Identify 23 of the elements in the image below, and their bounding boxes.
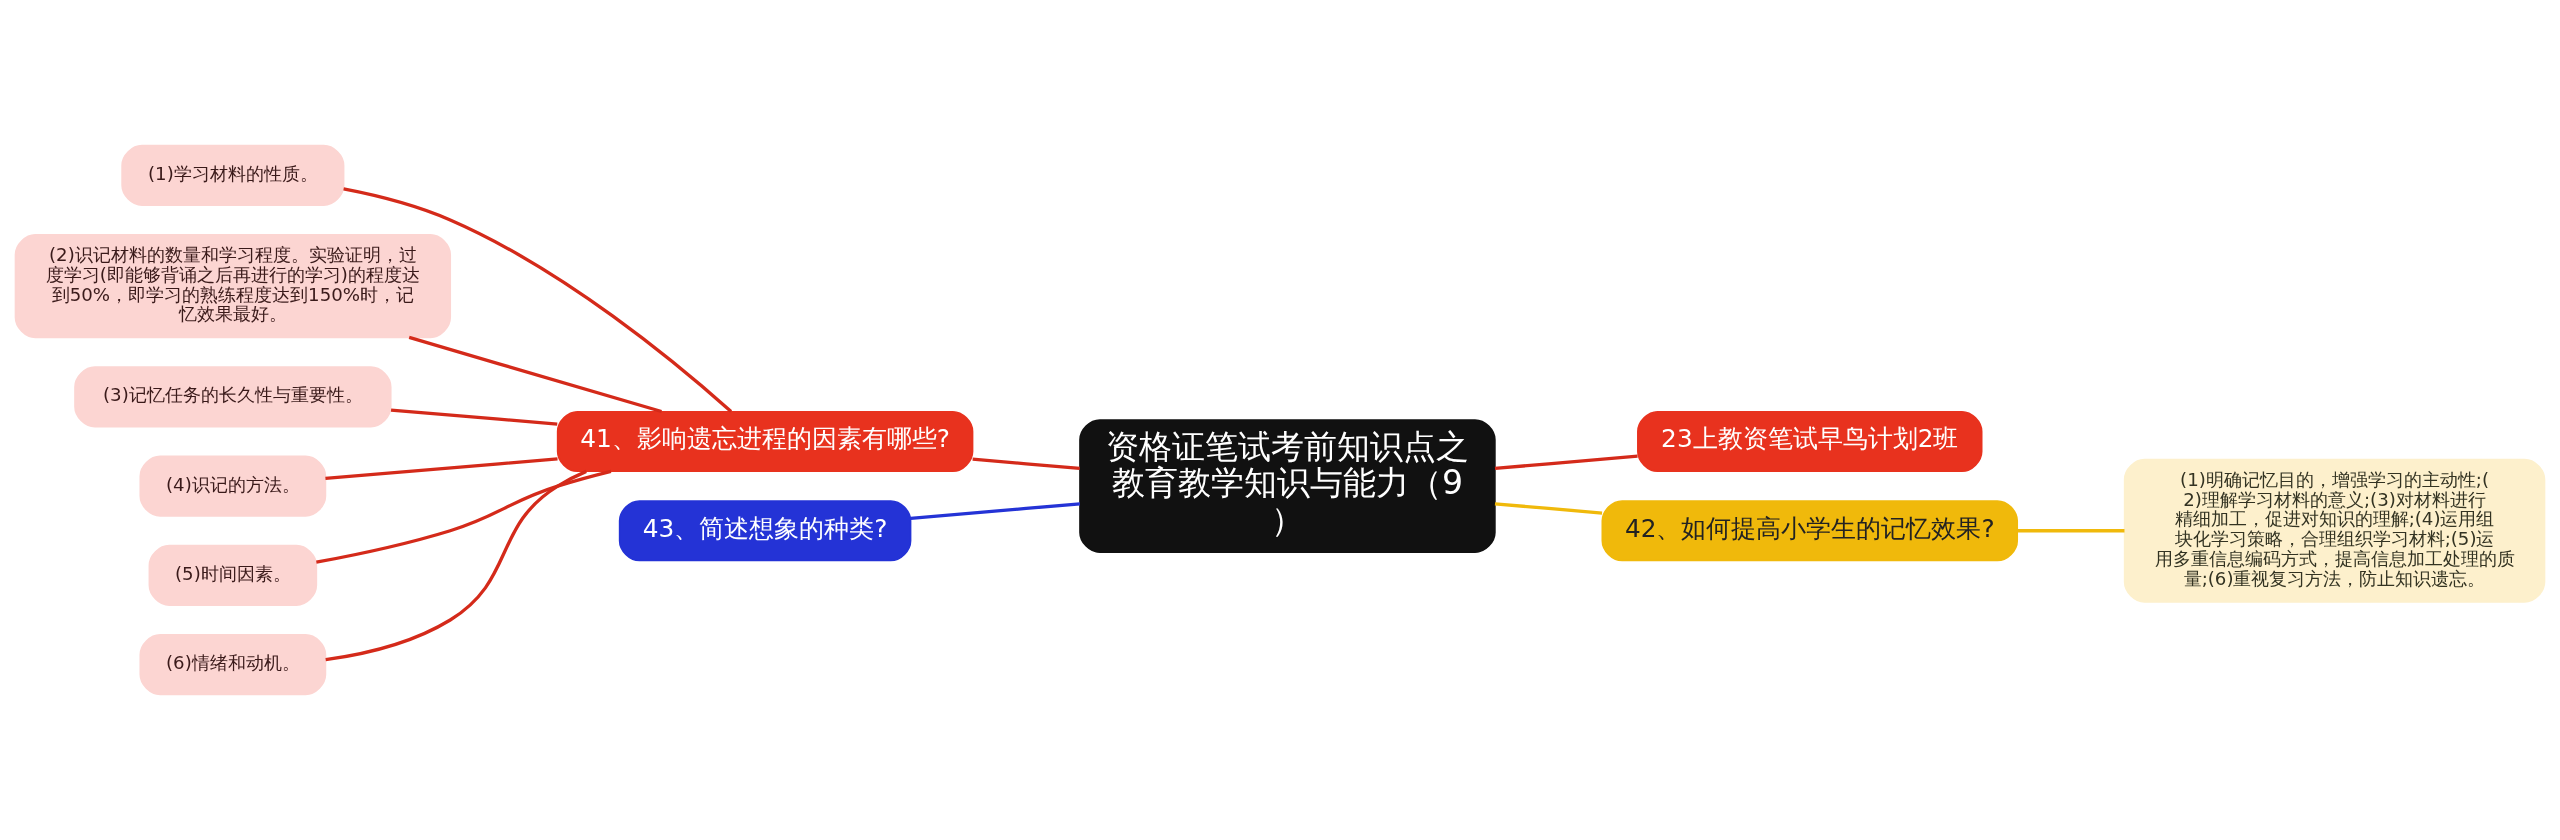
connector — [343, 187, 733, 413]
node-box: (1)明确记忆目的，增强学习的主动性;(2)理解学习材料的意义;(3)对材料进行精细加工，促进对知识的理解;(4)运用组块化学习策略，合理组织学习材料;(5)运用多重信息编码方式，提高信息加工处理的质量;(6)重视复习方法，防止知识遗忘。 — [2123, 458, 2546, 603]
node-box: (5)时间因素。 — [148, 544, 318, 606]
node-box: 23上教资笔试早鸟计划2班 — [1637, 410, 1983, 473]
node-box: (3)记忆任务的长久性与重要性。 — [74, 366, 392, 428]
node-box: 43、简述想象的种类? — [618, 500, 912, 562]
connector — [390, 408, 558, 426]
connector — [325, 457, 558, 481]
connector — [316, 469, 612, 564]
connector — [1494, 502, 1603, 515]
node-box: 42、如何提高小学生的记忆效果? — [1601, 500, 2019, 562]
node-box: 资格证笔试考前知识点之教育教学知识与能力（9） — [1079, 419, 1496, 554]
connector — [325, 469, 587, 662]
node-box: (1)学习材料的性质。 — [121, 144, 345, 206]
connector — [408, 335, 662, 414]
connector — [972, 457, 1080, 471]
node-box: (2)识记材料的数量和学习程度。实验证明，过度学习(即能够背诵之后再进行的学习)的程度达到50%，即学习的熟练程度达到150%时，记忆效果最好。 — [14, 234, 452, 339]
connector — [2017, 529, 2125, 533]
node-box: 41、影响遗忘进程的因素有哪些? — [556, 410, 974, 473]
connector — [910, 502, 1081, 520]
node-box: (4)识记的方法。 — [139, 455, 327, 517]
connector — [1494, 454, 1638, 471]
node-box: (6)情绪和动机。 — [139, 634, 327, 696]
